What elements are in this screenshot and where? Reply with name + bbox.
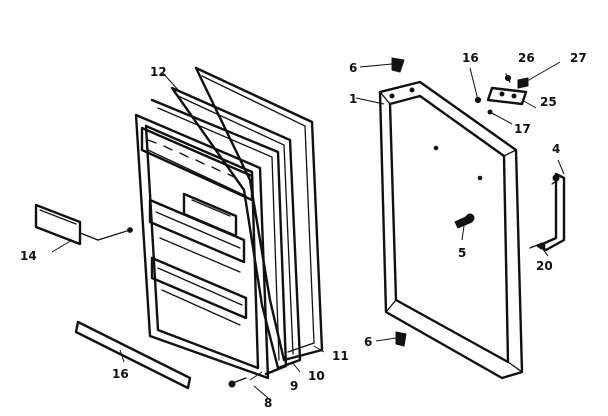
callout-17: 17 [514,122,531,136]
callout-27: 27 [570,51,587,65]
hinge-screw [469,67,482,104]
callout-16-hinge: 16 [462,51,479,65]
dairy-compartment-rack [140,126,254,202]
center-screw [454,213,475,229]
callout-10: 10 [308,369,325,383]
door-shelf-insert [34,203,133,246]
callout-20: 20 [536,259,553,273]
callout-8: 8 [264,396,272,410]
door-gasket-outer [194,66,324,362]
outer-door-panel [378,80,524,380]
callout-9: 9 [290,379,298,393]
callout-4: 4 [552,142,560,156]
callout-6-top: 6 [349,61,357,75]
mounting-screw [228,377,247,388]
inner-door-liner [134,113,270,380]
door-handle [529,159,566,252]
callout-14: 14 [20,249,37,263]
callout-6-bottom: 6 [364,335,372,349]
leader-lines [51,71,549,399]
hinge-shim [487,109,513,125]
callout-26: 26 [518,51,535,65]
callout-11: 11 [332,349,349,363]
callout-25: 25 [540,95,557,109]
callout-12: 12 [150,65,167,79]
gasket-frame [150,98,288,376]
callout-5: 5 [458,246,466,260]
hinge-pin-top [359,57,405,73]
top-hinge-bracket [486,61,561,106]
hinge-pin-bottom [375,331,407,347]
callout-16-bar: 16 [112,367,129,381]
callout-1: 1 [349,92,357,106]
door-trim-strip [74,320,192,390]
